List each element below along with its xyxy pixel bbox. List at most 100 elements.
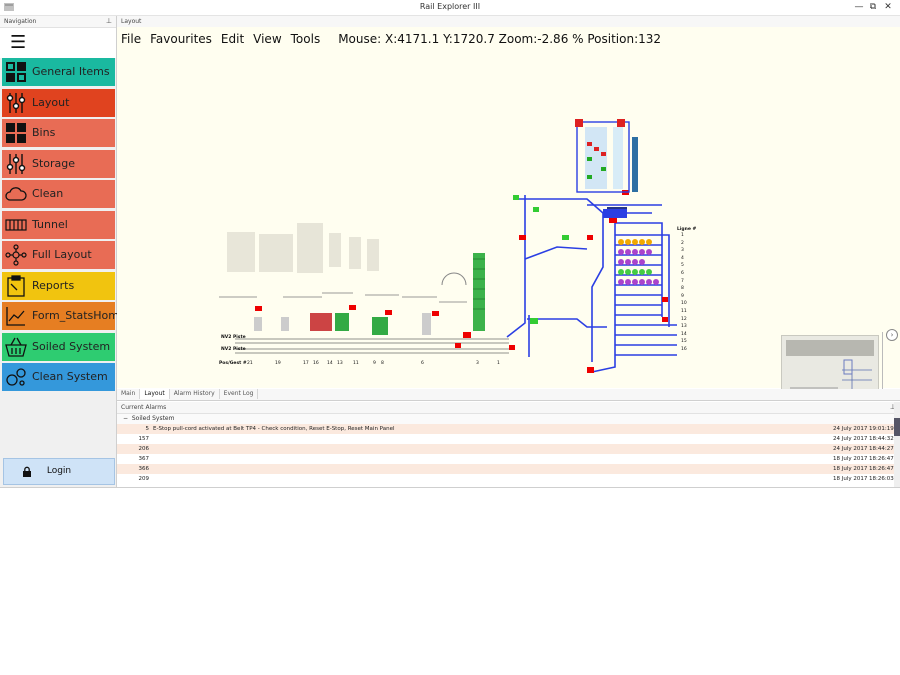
- alarms-header-label: Current Alarms: [121, 404, 167, 411]
- alarm-num: 366: [138, 466, 150, 472]
- ligne-number: 14: [681, 331, 687, 337]
- alarm-date: 18 July 2017: [833, 476, 868, 482]
- ligne-number: 6: [681, 270, 684, 276]
- layout-menubar: File Favourites Edit View Tools Mouse: X…: [121, 28, 671, 50]
- nav-item-general-items[interactable]: General Items: [2, 58, 115, 86]
- ligne-number: 3: [681, 248, 684, 254]
- nav-item-form-statshome[interactable]: Form_StatsHome: [2, 302, 126, 330]
- position-label: Pos/Gest #: [219, 361, 247, 366]
- alarm-group-label: Soiled System: [131, 415, 175, 422]
- tab-main[interactable]: Main: [117, 389, 141, 399]
- ligne-number: 1: [681, 233, 684, 238]
- alarm-time: 18:26:03: [869, 476, 894, 482]
- ligne-number: 15: [681, 339, 687, 345]
- bubbles-icon: [5, 366, 27, 388]
- position-number: 17: [303, 361, 309, 366]
- tab-layout[interactable]: Layout: [140, 389, 170, 399]
- nav-item-label: Reports: [32, 278, 75, 292]
- alarm-time: 18:44:32: [869, 436, 894, 442]
- app-window: Rail Explorer III — ⧉ ✕ Navigation ⊥ ☰ G…: [0, 0, 900, 488]
- green-column: [473, 253, 485, 331]
- navigation-header-label: Navigation: [4, 18, 37, 25]
- close-button[interactable]: ✕: [884, 2, 892, 12]
- chevron-right-icon[interactable]: ›: [886, 329, 898, 341]
- alarm-num: 206: [138, 446, 150, 452]
- tab-alarm-history[interactable]: Alarm History: [170, 389, 220, 399]
- rail-diagram: [219, 119, 677, 373]
- menu-view[interactable]: View: [253, 32, 282, 46]
- nav-item-clean-system[interactable]: Clean System: [2, 363, 115, 391]
- alarm-time: 18:26:47: [869, 466, 894, 472]
- bins-icon: [5, 122, 27, 144]
- nav-item-reports[interactable]: Reports: [2, 271, 115, 300]
- ligne-number: 13: [681, 324, 687, 330]
- nav-item-label: General Items: [32, 65, 110, 78]
- menu-favourites[interactable]: Favourites: [150, 32, 212, 46]
- nav-item-layout[interactable]: Layout: [2, 88, 115, 117]
- nav-item-clean[interactable]: Clean: [2, 180, 115, 208]
- app-icon: [4, 2, 14, 12]
- pin-icon[interactable]: ⊥: [889, 403, 896, 411]
- nav-item-full-layout[interactable]: Full Layout: [2, 241, 115, 269]
- storage-tower: [575, 119, 638, 218]
- alarm-num: 5: [145, 426, 150, 432]
- layout-canvas[interactable]: File Favourites Edit View Tools Mouse: X…: [117, 27, 900, 401]
- menu-edit[interactable]: Edit: [220, 32, 245, 46]
- alarm-group[interactable]: − Soiled System: [117, 414, 900, 424]
- clipboard-icon: [5, 274, 27, 297]
- alarm-time: 18:26:47: [869, 456, 894, 462]
- alarms-scrollbar[interactable]: [894, 402, 900, 487]
- ligne-number: 8: [681, 286, 684, 292]
- basket-icon: [5, 336, 27, 358]
- menu-tools[interactable]: Tools: [290, 32, 321, 46]
- menu-file[interactable]: File: [121, 32, 142, 46]
- gauge-shape: [441, 272, 467, 286]
- collapse-icon[interactable]: −: [123, 415, 129, 422]
- scroll-thumb[interactable]: [894, 418, 900, 436]
- ligne-number: 2: [681, 240, 684, 246]
- position-number: 13: [337, 361, 343, 366]
- alarms-header: Current Alarms ⊥: [117, 402, 900, 414]
- position-number: 19: [275, 361, 281, 366]
- ligne-number: 4: [681, 255, 684, 261]
- line-circles: [618, 239, 659, 285]
- login-label: Login: [46, 466, 72, 476]
- ligne-number: 7: [681, 278, 684, 284]
- minimize-button[interactable]: —: [854, 2, 864, 12]
- alarm-date: 24 July 2017: [833, 426, 868, 432]
- ligne-number: 9: [681, 293, 684, 299]
- nav-item-label: Clean: [32, 187, 64, 200]
- nav-item-label: Layout: [32, 95, 70, 109]
- nav-item-storage[interactable]: Storage: [2, 149, 115, 178]
- nav-item-soiled-system[interactable]: Soiled System: [2, 332, 115, 361]
- alarm-num: 157: [138, 436, 150, 442]
- alarm-date: 24 July 2017: [833, 436, 868, 442]
- nav-item-label: Tunnel: [32, 217, 68, 231]
- hamburger-menu-icon[interactable]: ☰: [0, 28, 116, 58]
- position-number: 16: [313, 361, 319, 366]
- login-button[interactable]: Login: [3, 458, 115, 485]
- machine-blocks: [254, 305, 515, 350]
- tab-event-log[interactable]: Event Log: [220, 389, 259, 399]
- title-bar: Rail Explorer III — ⧉ ✕: [0, 0, 900, 16]
- restore-button[interactable]: ⧉: [869, 2, 877, 12]
- storage-icon: [5, 153, 27, 175]
- position-number: 11: [353, 361, 359, 366]
- window-title: Rail Explorer III: [419, 2, 481, 11]
- nav-item-bins[interactable]: Bins: [2, 119, 115, 147]
- ligne-number: 12: [681, 316, 687, 322]
- nav-item-label: Storage: [32, 156, 76, 170]
- pin-icon[interactable]: ⊥: [105, 17, 112, 25]
- nav-item-tunnel[interactable]: Tunnel: [2, 210, 115, 239]
